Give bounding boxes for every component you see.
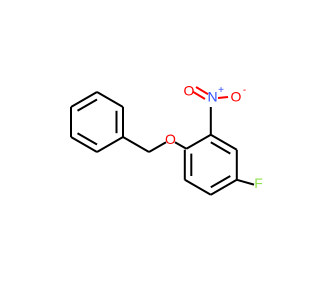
atom-oxygen-nitro-top: O [184,83,195,99]
atom-fluorine: F [254,175,263,191]
bond-inner [210,175,231,189]
atom-nitrogen: N + [207,85,224,105]
nitroaryl-ring [183,133,238,196]
bond [236,178,255,186]
bond [184,178,212,196]
fluorine-label: F [254,175,263,191]
atom-oxygen-nitro-right: O - [231,85,247,105]
bond [96,136,124,153]
bond [96,91,124,108]
nitrogen-label: N [207,89,217,105]
oxygen-label: O [184,83,195,99]
oxygen-label: O [165,131,176,147]
bond [185,133,212,150]
bond [210,178,238,196]
bond-inner [76,98,98,112]
bond-inner [76,132,98,146]
molecule-structure: O N + O O - F [70,83,263,196]
bond-inner [210,141,231,155]
nitrogen-charge: + [218,85,224,96]
benzyl-ring [70,91,124,153]
bond [70,91,98,108]
oxygen-charge: - [243,85,246,96]
oxygen-label: O [231,89,242,105]
bond [210,133,238,151]
bond [174,141,187,150]
bond [148,141,167,153]
bond [122,136,150,153]
bond [70,136,98,153]
atom-oxygen-ether: O [165,131,176,147]
bond [217,96,229,99]
bond [192,90,206,100]
bond [195,86,209,96]
